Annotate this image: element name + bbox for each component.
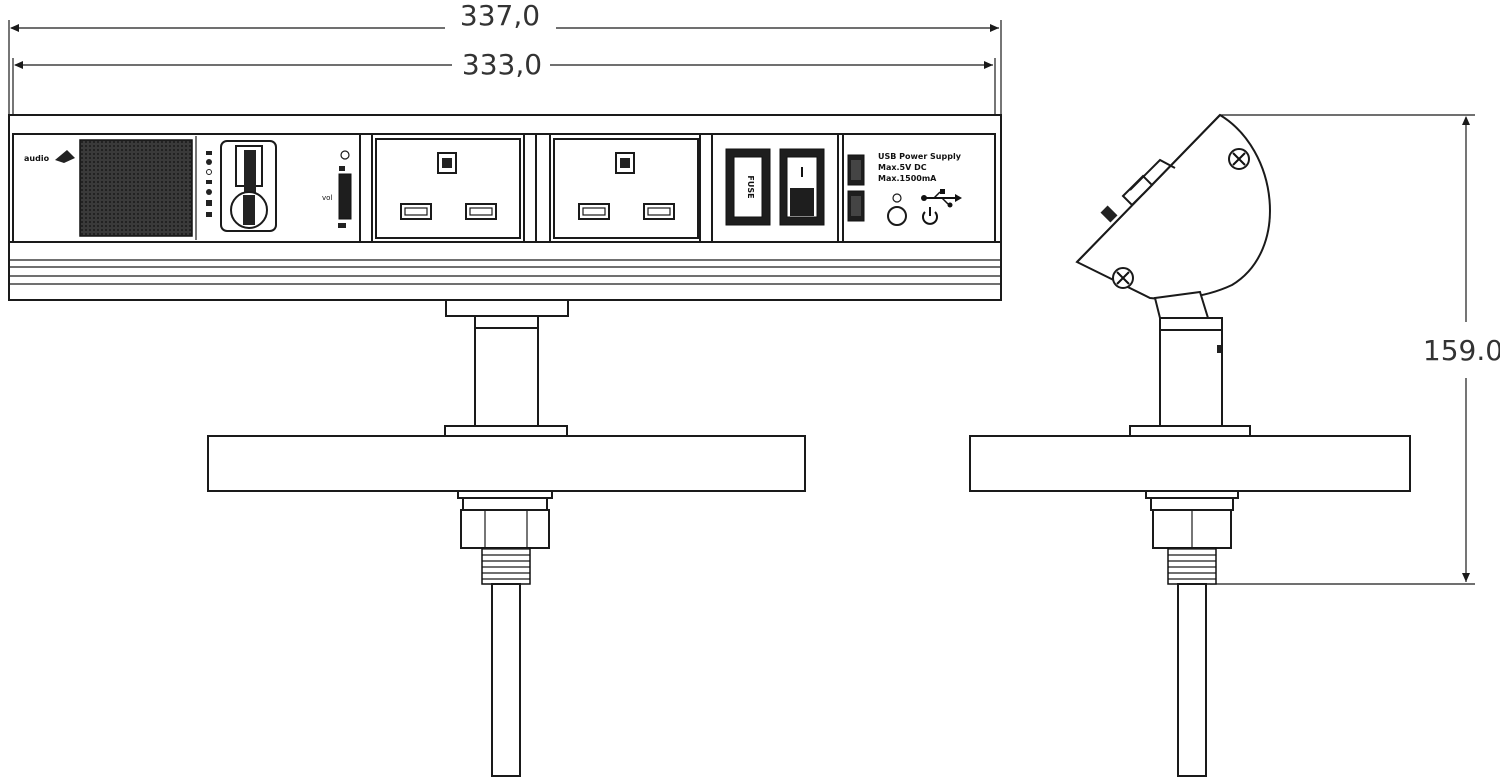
screw-icon: [1112, 267, 1134, 289]
dimension-inner-width: 333,0: [12, 48, 996, 115]
usb-info-line2: Max.5V DC: [878, 163, 927, 172]
front-mounting-stem: [444, 299, 569, 437]
side-desk-surface: [969, 435, 1411, 492]
dimension-height: 159.0: [1210, 114, 1500, 585]
power-switch[interactable]: [779, 148, 825, 226]
front-desk-surface: [207, 435, 806, 492]
uk-socket-icon[interactable]: [375, 138, 521, 239]
side-view: [969, 113, 1411, 777]
dimension-overall-width-label: 337,0: [460, 0, 540, 32]
fuse-holder[interactable]: FUSE: [725, 148, 771, 226]
volume-slider[interactable]: [338, 173, 352, 220]
dimension-inner-width-label: 333,0: [462, 48, 542, 81]
usb-info-line1: USB Power Supply: [878, 152, 962, 161]
speaker-grille-icon: [79, 139, 193, 237]
dimension-height-label: 159.0: [1423, 334, 1500, 367]
power-symbol-icon: [922, 207, 938, 225]
usb-info-line3: Max.1500mA: [878, 174, 937, 183]
brand-swoosh-icon: [55, 150, 75, 163]
usb-indicator-led-icon: [892, 193, 902, 203]
dimension-overall-width: 337,0: [8, 0, 1002, 115]
side-housing: [1075, 113, 1271, 300]
brand-logo: audio: [24, 150, 75, 163]
fuse-label: FUSE: [746, 175, 755, 198]
usb-section: USB Power Supply Max.5V DC Max.1500mA: [847, 152, 962, 226]
audio-connector-icons: [206, 151, 212, 217]
side-mounting-stem: [1159, 329, 1223, 427]
screw-icon: [1228, 148, 1250, 170]
selector-knob[interactable]: [220, 140, 277, 232]
usb-symbol-icon: [921, 189, 962, 208]
usb-button[interactable]: [887, 206, 907, 226]
front-fastening-nut: [457, 490, 553, 777]
front-view: audio vol: [8, 114, 1002, 777]
uk-socket-icon[interactable]: [553, 138, 699, 239]
brand-label: audio: [24, 154, 50, 163]
volume-control[interactable]: vol: [322, 150, 352, 228]
side-fastening-nut: [1145, 490, 1239, 777]
volume-label: vol: [322, 194, 332, 202]
indicator-led-icon: [340, 150, 350, 160]
